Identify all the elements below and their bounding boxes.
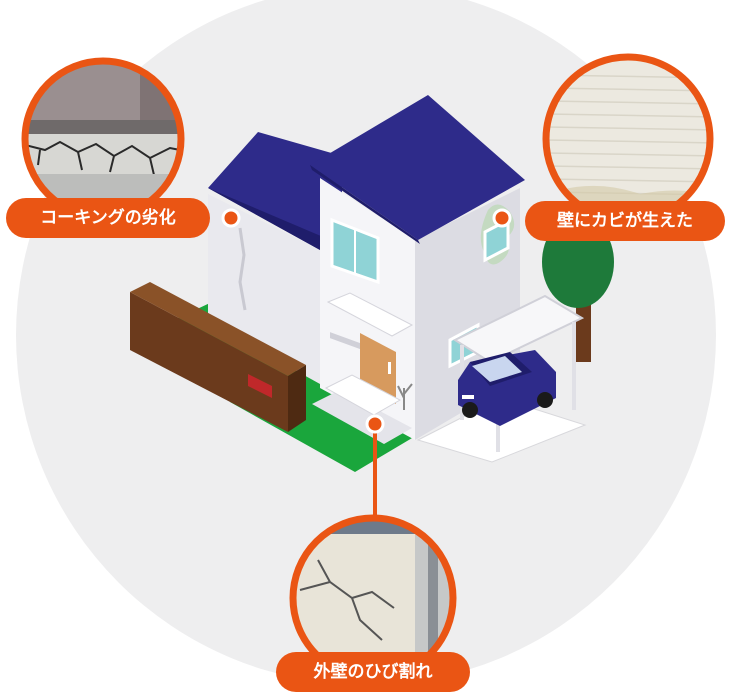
brick-fence [130, 282, 306, 432]
crack-label: 外壁のひび割れ [276, 652, 470, 692]
marker-dot-crack [365, 414, 385, 434]
car [458, 350, 556, 426]
mold-label: 壁にカビが生えた [525, 201, 725, 241]
marker-dot-caulking [221, 208, 241, 228]
marker-dot-mold [492, 208, 512, 228]
caulking-label: コーキングの劣化 [6, 198, 210, 238]
entrance-steps [312, 374, 412, 444]
